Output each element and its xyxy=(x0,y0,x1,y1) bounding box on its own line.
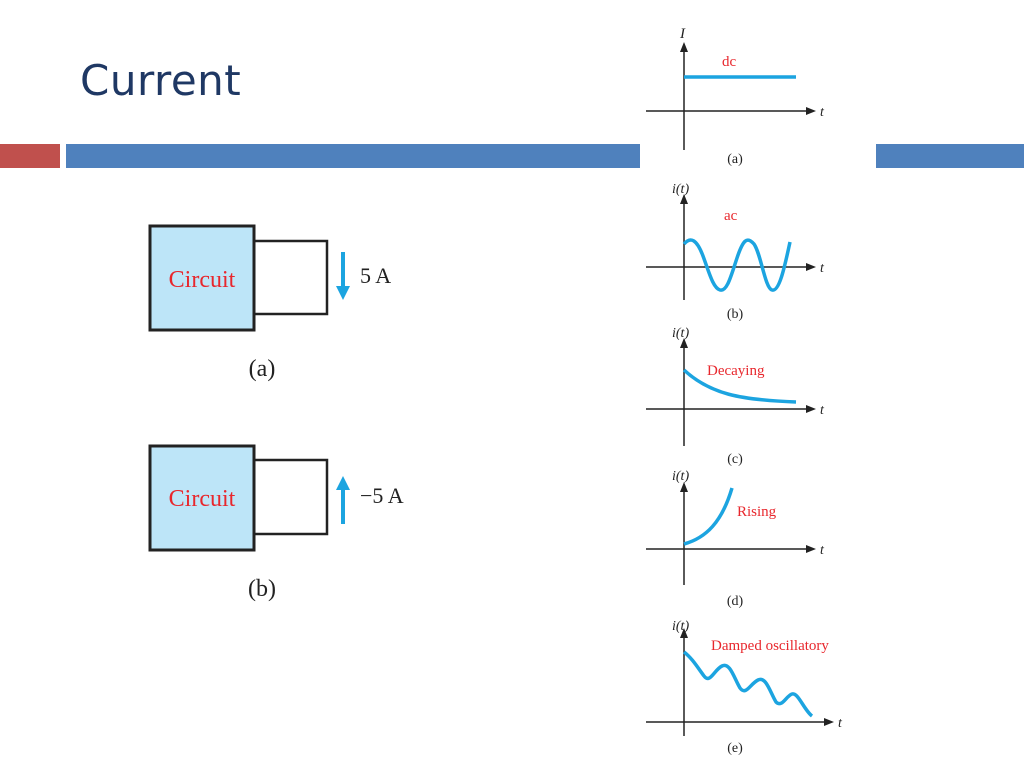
circuit-caption-b: (b) xyxy=(248,576,276,602)
graph-a-label: dc xyxy=(722,54,737,70)
accent-bar-blue-right xyxy=(876,144,1024,168)
y-axis-arrow-icon xyxy=(680,338,688,348)
graph-d-caption: (d) xyxy=(727,594,744,609)
circuit-wire-a xyxy=(254,239,329,316)
graph-c-ylabel: i(t) xyxy=(672,326,689,341)
y-axis-arrow-icon xyxy=(680,42,688,52)
graph-c-xlabel: t xyxy=(820,403,825,418)
circuit-label-a: Circuit xyxy=(169,267,236,293)
graphs-background xyxy=(640,20,876,768)
graph-e-ylabel: i(t) xyxy=(672,619,689,634)
y-axis-arrow-icon xyxy=(680,628,688,638)
circuit-wire-b xyxy=(254,458,329,536)
circuit-box-b xyxy=(148,444,256,552)
rising-curve xyxy=(683,487,734,546)
graph-b-xlabel: t xyxy=(820,261,825,276)
graph-e-label: Damped oscillatory xyxy=(711,638,829,654)
y-axis-arrow-icon xyxy=(680,482,688,492)
circuit-a: Circuit 5 A (a) xyxy=(148,224,391,382)
graph-e-caption: (e) xyxy=(727,741,743,756)
graph-b-label: ac xyxy=(724,208,738,224)
graph-b-ylabel: i(t) xyxy=(672,182,689,197)
slide-title: Current xyxy=(80,56,242,105)
x-axis-arrow-icon xyxy=(824,718,834,726)
current-value-a: 5 A xyxy=(360,263,391,288)
x-axis-arrow-icon xyxy=(806,107,816,115)
accent-bar-red xyxy=(0,144,60,168)
graph-d-label: Rising xyxy=(737,504,777,520)
graph-damped-oscillatory: i(t) t Damped oscillatory (e) xyxy=(646,619,843,756)
graph-b-caption: (b) xyxy=(727,307,744,322)
graph-a-ylabel: I xyxy=(679,26,686,42)
decaying-curve xyxy=(682,368,797,404)
ac-curve xyxy=(682,238,792,292)
circuit-label-b: Circuit xyxy=(169,486,236,512)
graph-d-ylabel: i(t) xyxy=(672,469,689,484)
graph-a-xlabel: t xyxy=(820,105,825,120)
current-value-b: −5 A xyxy=(360,483,404,508)
graph-dc: I t dc (a) xyxy=(646,26,825,167)
graph-decaying: i(t) t Decaying (c) xyxy=(646,326,825,467)
graph-d-xlabel: t xyxy=(820,543,825,558)
graph-e-xlabel: t xyxy=(838,716,843,731)
graph-ac: i(t) t ac (b) xyxy=(646,182,825,322)
graph-c-label: Decaying xyxy=(707,363,765,379)
circuit-b: Circuit −5 A (b) xyxy=(148,444,404,602)
circuit-caption-a: (a) xyxy=(249,356,276,382)
damped-oscillatory-curve xyxy=(682,650,814,718)
arrow-head-up-icon xyxy=(336,476,350,490)
graph-c-caption: (c) xyxy=(727,452,743,467)
circuit-box-a xyxy=(148,224,256,332)
graph-rising: i(t) t Rising (d) xyxy=(646,469,825,609)
y-axis-arrow-icon xyxy=(680,194,688,204)
accent-bar-blue-left xyxy=(66,144,640,168)
graph-a-caption: (a) xyxy=(727,152,743,167)
x-axis-arrow-icon xyxy=(806,405,816,413)
x-axis-arrow-icon xyxy=(806,263,816,271)
x-axis-arrow-icon xyxy=(806,545,816,553)
arrow-head-down-icon xyxy=(336,286,350,300)
